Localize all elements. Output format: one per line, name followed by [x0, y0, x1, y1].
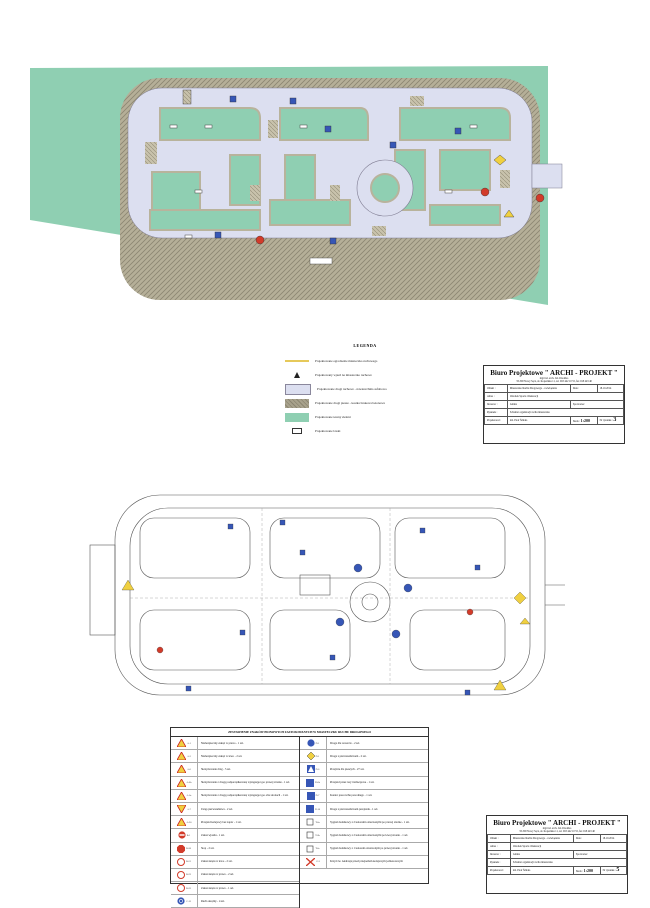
legend-item: Projektowany wjazd na miasteczko ruchowe — [285, 368, 445, 382]
warning-triangle-icon — [176, 791, 186, 800]
paving-swatch — [285, 398, 309, 408]
priority-road-icon — [306, 752, 315, 761]
roundabout — [356, 159, 414, 217]
pedestrian-crossings — [145, 96, 510, 236]
stop-sign-icon — [177, 844, 186, 853]
warning-triangle-icon — [176, 818, 186, 827]
bicycle-path-icon — [307, 739, 315, 747]
asphalt-swatch — [285, 383, 311, 395]
sign-schedule-table: ZESTAWIENIE ZNAKÓW PIONOWYCH ZASTOSOWANY… — [170, 727, 429, 908]
legend-item: Projektowane drogi piesze - kostka bruko… — [285, 396, 445, 410]
entry-triangle-icon — [285, 371, 309, 380]
legend-item: Projektowane lawki — [285, 424, 445, 438]
pedestrian-crossing-icon — [306, 765, 315, 774]
title-block-upper: Biuro Projektowe " ARCHI - PROJEKT " mgr… — [483, 365, 625, 444]
lower-sign-markers — [121, 519, 531, 696]
no-left-turn-icon — [177, 857, 186, 866]
legend-item: Projektowane tereny zieleni — [285, 410, 445, 424]
no-entry-icon — [178, 831, 186, 840]
legend-item: Projektowane ogrodzenie miasteczka rucho… — [285, 354, 445, 368]
benches — [169, 124, 478, 239]
warning-triangle-icon — [177, 739, 187, 748]
no-right-turn-icon — [177, 884, 186, 893]
sheet-number: 5 — [616, 867, 620, 874]
warning-triangle-icon — [177, 765, 187, 774]
legend: LEGENDA Projektowane ogrodzenie miastecz… — [285, 343, 445, 438]
warning-triangle-icon — [177, 752, 187, 761]
sign-markers — [182, 89, 545, 265]
lower-signage-plan — [89, 494, 565, 696]
st-andrews-cross-icon — [306, 857, 316, 866]
warning-triangle-icon — [176, 778, 186, 787]
legend-title: LEGENDA — [353, 343, 377, 348]
upper-site-plan — [30, 66, 563, 305]
entry-road — [531, 163, 563, 189]
supplementary-plate-icon — [307, 818, 314, 826]
firm-name: Biuro Projektowe " ARCHI - PROJEKT " — [493, 819, 621, 827]
yield-triangle-icon — [177, 805, 187, 814]
tram-crossing-icon — [306, 778, 315, 787]
priority-road-icon — [306, 805, 315, 814]
no-right-turn-icon — [177, 870, 186, 879]
bench-icon — [285, 427, 309, 436]
supplementary-plate-icon — [306, 832, 314, 839]
title-block-table: Obiekt :Miasteczko Ruchu Drogowego - roz… — [484, 383, 625, 425]
title-block-lower: Biuro Projektowe " ARCHI - PROJEKT " mgr… — [486, 815, 628, 894]
lane-end-icon — [306, 791, 315, 800]
sign-table-title: ZESTAWIENIE ZNAKÓW PIONOWYCH ZASTOSOWANY… — [171, 728, 428, 737]
title-block-table: Obiekt :Miasteczko Ruchu Drogowego - roz… — [487, 833, 628, 875]
supplementary-plate-icon — [307, 845, 314, 852]
legend-item: Projektowane drogi ruchowe - nawierzchni… — [285, 382, 445, 396]
fence-line-swatch — [285, 360, 309, 362]
firm-name: Biuro Projektowe " ARCHI - PROJEKT " — [490, 369, 618, 377]
green-swatch — [285, 412, 309, 422]
sheet-number: 3 — [613, 417, 617, 424]
